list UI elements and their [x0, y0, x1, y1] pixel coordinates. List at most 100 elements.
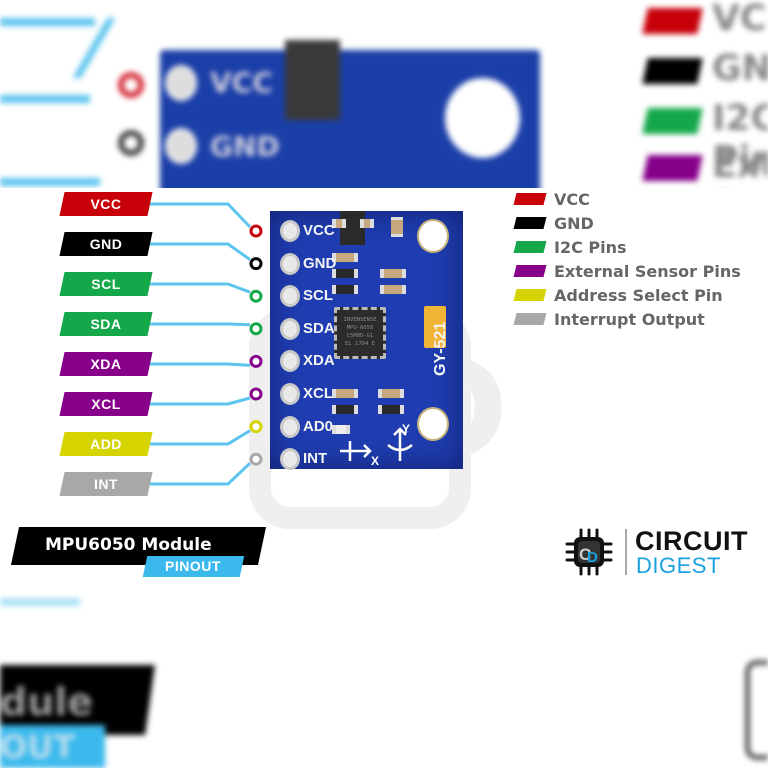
mounting-hole	[417, 219, 449, 253]
header-pad	[280, 415, 300, 438]
legend-item: Interrupt Output	[513, 309, 705, 329]
header-pad	[280, 383, 300, 405]
header-pad	[280, 220, 300, 242]
pin-ring-scl	[249, 289, 263, 303]
voltage-regulator	[340, 211, 365, 245]
axis-label-x: X	[371, 454, 380, 468]
pin-label-xda: XDA	[59, 352, 153, 376]
svg-text:C: C	[579, 545, 591, 564]
logo-text-circuit: CIRCUIT	[635, 526, 748, 556]
legend-label: External Sensor Pins	[554, 261, 741, 281]
header-pad	[280, 285, 300, 308]
pin-label-text: XCL	[91, 396, 121, 412]
legend-label: Address Select Pin	[554, 285, 723, 305]
pin-ring-add	[249, 420, 263, 434]
connector-line	[150, 282, 251, 294]
smd-resistor	[378, 405, 404, 414]
legend-item: Address Select Pin	[513, 285, 723, 305]
bg-legend-swatch	[642, 58, 703, 84]
bg-title-text: dule	[0, 680, 94, 724]
pin-ring-vcc	[249, 224, 263, 238]
pin-label-scl: SCL	[59, 272, 153, 296]
connector-line	[150, 322, 251, 327]
pin-label-xcl: XCL	[59, 392, 153, 416]
bg-logo	[745, 660, 768, 760]
legend-swatch	[513, 289, 547, 301]
connector-line	[150, 362, 251, 367]
bg-pin-ring	[118, 72, 144, 98]
legend-swatch	[513, 265, 547, 277]
legend-item: External Sensor Pins	[513, 261, 741, 281]
bg-text: VCC	[210, 66, 273, 99]
smd-component	[391, 217, 403, 237]
title-banner: MPU6050 Module	[10, 527, 267, 565]
silkscreen-label: VCC	[303, 222, 335, 239]
connector-line	[150, 396, 251, 406]
silkscreen-label: XCL	[303, 385, 333, 402]
pin-label-text: ADD	[90, 436, 122, 452]
logo-text-digest: DIGEST	[636, 553, 721, 578]
bg-connector-line	[0, 95, 90, 103]
bg-legend-swatch	[642, 8, 703, 34]
header-pad	[280, 448, 300, 471]
header-pad	[280, 350, 300, 373]
bg-pinout-box	[0, 725, 105, 768]
smd-capacitor	[332, 389, 358, 398]
pin-label-vcc: VCC	[59, 192, 153, 216]
legend-item: VCC	[513, 189, 590, 209]
header-pad	[280, 317, 300, 340]
bg-pad	[165, 65, 197, 101]
axis-arrows-icon	[340, 427, 413, 461]
subtitle-text: PINOUT	[165, 558, 221, 574]
bg-legend-swatch	[642, 155, 703, 181]
mpu6050-chip: INVENSENSE MPU-6050 C5M0D-G1 EL 1704 E	[334, 307, 386, 359]
bg-pinout-text: OUT	[0, 728, 76, 766]
smd-resistor	[332, 269, 358, 278]
circuit-digest-logo: C D CIRCUIT DIGEST	[565, 526, 765, 578]
subtitle-banner: PINOUT	[142, 556, 245, 577]
pin-label-gnd: GND	[59, 232, 153, 256]
bg-legend-text: VCC	[712, 0, 768, 39]
silkscreen-label: INT	[303, 450, 328, 468]
legend-item: GND	[513, 213, 594, 233]
bg-pin-ring	[118, 130, 144, 156]
pin-label-text: XDA	[90, 356, 122, 372]
header-pad	[280, 252, 300, 275]
smd-capacitor	[380, 269, 406, 278]
legend-label: Interrupt Output	[554, 309, 705, 329]
mounting-hole	[417, 407, 449, 441]
pin-label-text: SDA	[90, 316, 122, 332]
board-model-label: GY-521	[432, 321, 449, 376]
logo-divider	[625, 529, 627, 575]
bg-connector-line	[0, 598, 80, 606]
silkscreen-label: AD0	[303, 417, 334, 435]
pin-label-int: INT	[59, 472, 153, 496]
bg-connector-line	[72, 18, 116, 78]
connector-lines	[150, 202, 263, 486]
smd-resistor	[332, 405, 358, 414]
legend-swatch	[513, 313, 547, 325]
connector-line	[150, 202, 252, 229]
pin-ring-sda	[249, 322, 263, 336]
connector-line	[150, 429, 251, 446]
pin-ring-gnd	[249, 257, 263, 271]
bg-legend-text: GND	[712, 48, 768, 89]
bg-chip	[285, 40, 340, 120]
bg-pad	[165, 128, 197, 164]
chip-marking: INVENSENSE MPU-6050 C5M0D-G1 EL 1704 E	[343, 317, 377, 347]
bg-connector-line	[0, 178, 100, 186]
pin-label-text: INT	[93, 476, 119, 492]
title-text: MPU6050 Module	[45, 535, 212, 555]
chip-logo-icon: C D	[565, 528, 613, 576]
pin-label-text: SCL	[91, 276, 121, 292]
pin-label-text: GND	[89, 236, 123, 252]
bg-text: GND	[210, 130, 280, 163]
silkscreen-label: XDA	[303, 352, 335, 370]
bg-connector-line	[0, 18, 95, 26]
smd-capacitor	[378, 389, 404, 398]
bg-legend-text: I2C Pins	[712, 98, 768, 180]
status-led	[332, 425, 350, 434]
smd-component	[360, 219, 374, 228]
smd-resistor	[332, 285, 358, 294]
